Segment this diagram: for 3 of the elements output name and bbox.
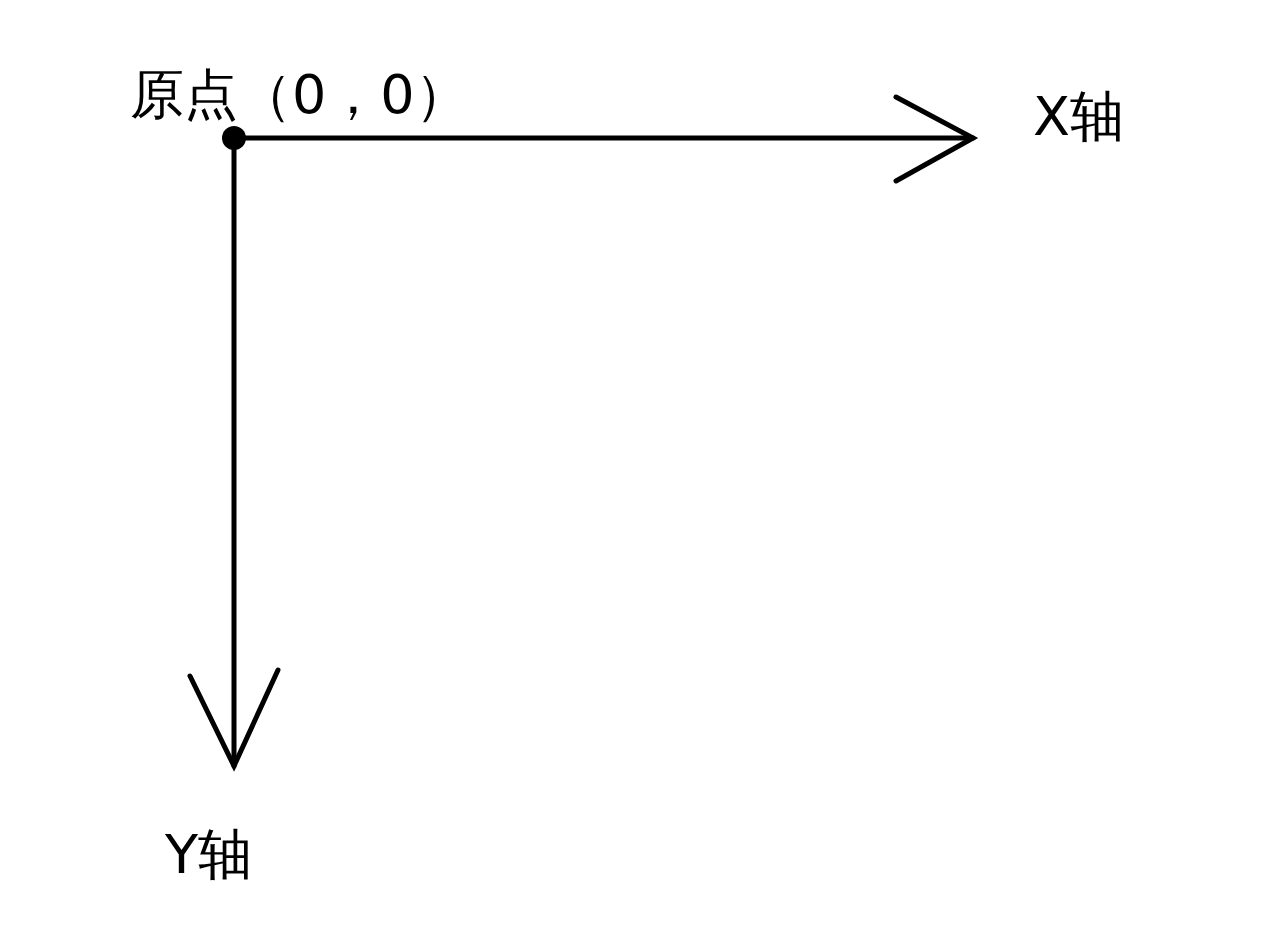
axis-label: Y轴 [165, 828, 252, 882]
axis-label: X轴 [1033, 90, 1124, 144]
origin-label: 原点（0，0） [130, 68, 469, 122]
